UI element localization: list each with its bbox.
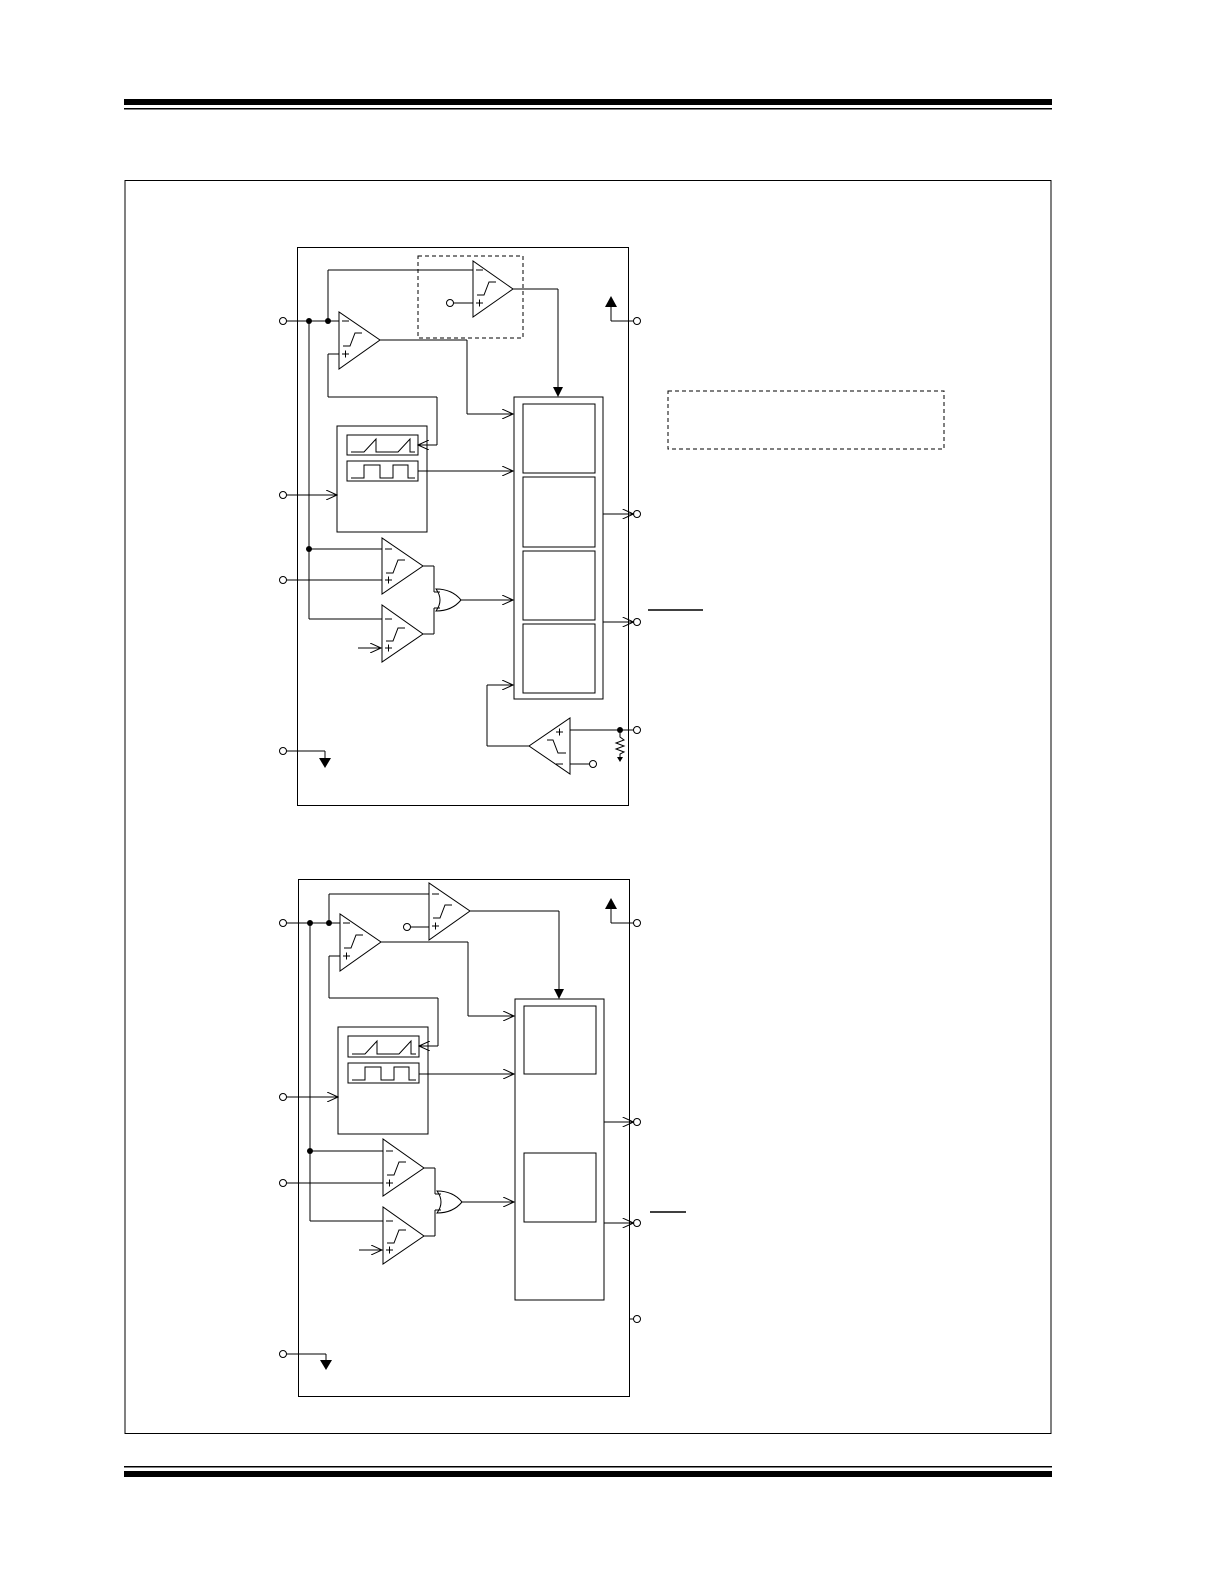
- square-wave-icon: [351, 464, 415, 479]
- logic-cell-4-a: [522, 623, 596, 694]
- footer-rule: [124, 1466, 1052, 1477]
- pin-terminal-icon: [279, 919, 641, 1358]
- square-wave-icon: [352, 1066, 416, 1081]
- or-gate-icon: [435, 588, 462, 612]
- ground-icon: [286, 1353, 332, 1370]
- comparator-icon: [528, 717, 571, 775]
- logic-cell-1-b: [523, 1005, 597, 1075]
- comparator-icon: [338, 311, 381, 370]
- sawtooth-wave-icon: [352, 1039, 416, 1055]
- device-outline-a: [297, 247, 629, 806]
- comparator-icon: [339, 913, 382, 972]
- optional-block-dashed-a: [417, 255, 524, 339]
- logic-column-a: [513, 396, 604, 700]
- comparator-icon: [472, 260, 514, 318]
- supply-arrow-icon: [605, 296, 634, 322]
- figure-frame: [124, 180, 1052, 1434]
- logic-cell-2-b: [523, 1152, 597, 1223]
- comparator-icon: [381, 537, 424, 595]
- pin-terminal-icon: [279, 317, 641, 755]
- comparator-icon: [382, 1138, 425, 1197]
- ground-icon: [286, 750, 331, 768]
- sawtooth-wave-icon: [351, 437, 415, 453]
- logic-cell-3-a: [522, 550, 596, 621]
- diagram-a: [279, 247, 945, 806]
- logic-cell-2-a: [522, 476, 596, 548]
- logic-cell-1-a: [522, 403, 596, 474]
- resistor-icon: [614, 733, 626, 758]
- device-outline-b: [298, 879, 630, 1397]
- diagram-b: [279, 879, 686, 1397]
- comparator-icon: [381, 604, 424, 663]
- oscillator-block-b: [337, 1026, 429, 1135]
- legend-dashed-box-a: [667, 390, 945, 450]
- header-rule: [124, 99, 1052, 110]
- logic-column-b: [514, 998, 605, 1301]
- or-gate-icon: [436, 1190, 463, 1214]
- supply-arrow-icon: [605, 898, 634, 924]
- comparator-icon: [428, 882, 471, 941]
- comparator-icon: [382, 1206, 425, 1265]
- oscillator-block-a: [336, 425, 428, 533]
